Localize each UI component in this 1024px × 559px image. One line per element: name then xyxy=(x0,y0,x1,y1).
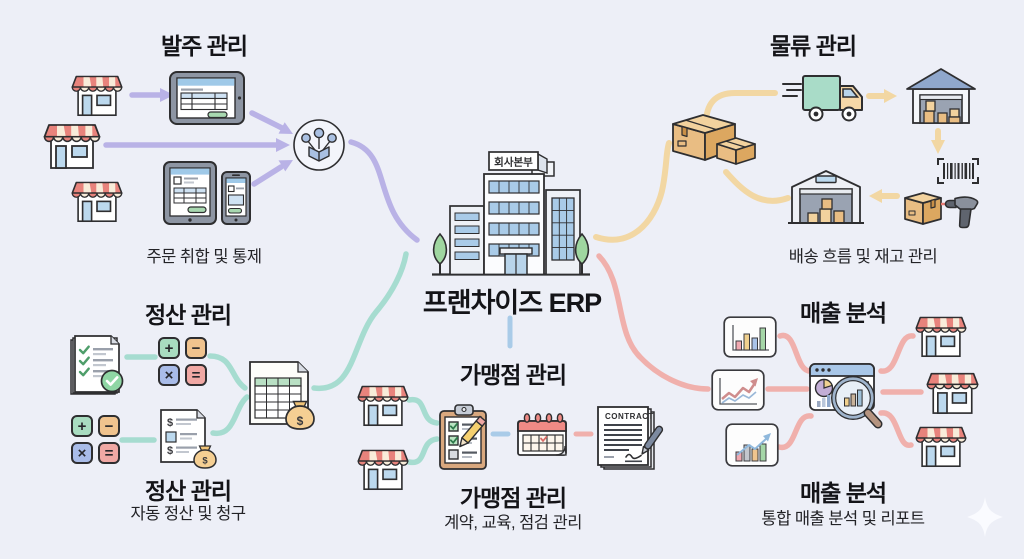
checklist-icon xyxy=(67,332,127,398)
calculator-ops-icon: + − × = xyxy=(158,337,207,386)
inspection-clipboard-icon xyxy=(436,403,492,471)
dollar-glyph: $ xyxy=(297,414,304,428)
plus-glyph: + xyxy=(77,417,87,435)
plus-tile: + xyxy=(71,415,93,437)
warehouse-icon xyxy=(786,165,866,227)
money-bag-icon: $ xyxy=(193,445,217,469)
spreadsheet-moneybag-icon: $ xyxy=(249,361,315,430)
erp-center-title: 프랜차이즈 ERP xyxy=(422,288,602,318)
multiply-tile: × xyxy=(158,364,180,386)
store-icon xyxy=(42,118,102,172)
warehouse-icon xyxy=(905,65,977,127)
settlement-section-title: 정산 관리 xyxy=(144,302,232,328)
franchise-section-caption: 계약, 교육, 점검 관리 xyxy=(444,514,582,532)
contract-title-text: CONTRACT xyxy=(605,412,654,421)
supply-hub-icon xyxy=(292,118,346,172)
franchise-footer-label: 가맹점 관리 xyxy=(459,485,567,511)
tree-icon xyxy=(574,232,590,274)
calendar-icon xyxy=(514,409,572,461)
sales-section-caption: 통합 매출 분석 및 리포트 xyxy=(761,510,925,528)
sparkle-icon xyxy=(963,495,1007,539)
store-icon xyxy=(356,444,410,493)
dollar-glyph: $ xyxy=(167,445,173,457)
barcode-icon xyxy=(936,157,980,185)
box-scanner-icon xyxy=(901,184,985,232)
order-section-title: 발주 관리 xyxy=(160,33,248,59)
building-sign-text: 회사본부 xyxy=(494,156,533,169)
plus-tile: + xyxy=(158,337,180,359)
tablet-order-form-icon xyxy=(168,70,246,126)
equals-tile: = xyxy=(98,442,120,464)
equals-tile: = xyxy=(185,364,207,386)
multiply-tile: × xyxy=(71,442,93,464)
sales-section-title: 매출 분석 xyxy=(799,300,887,326)
equals-glyph: = xyxy=(191,366,201,384)
tablet-and-phone-order-icon xyxy=(162,160,252,226)
cardboard-boxes-icon xyxy=(666,102,760,166)
minus-glyph: − xyxy=(104,417,114,435)
tree-icon xyxy=(432,232,448,274)
order-section-caption: 주문 취합 및 통제 xyxy=(146,248,262,266)
trend-chart-card-icon xyxy=(725,423,779,467)
multiply-glyph: × xyxy=(164,366,174,384)
logistics-section-title: 물류 관리 xyxy=(769,33,857,59)
store-icon xyxy=(70,70,124,119)
bar-chart-card-icon xyxy=(723,316,777,358)
equals-glyph: = xyxy=(104,444,114,462)
franchise-section-title: 가맹점 관리 xyxy=(459,362,567,388)
money-bag-icon: $ xyxy=(285,400,315,430)
pen-icon xyxy=(641,425,664,455)
store-icon xyxy=(914,421,968,470)
dollar-glyph: $ xyxy=(167,417,173,429)
store-icon xyxy=(70,176,124,225)
minus-tile: − xyxy=(185,337,207,359)
store-icon xyxy=(356,380,410,429)
delivery-truck-icon xyxy=(779,70,867,126)
invoice-icon: $ $ $ xyxy=(160,409,217,469)
calculator-ops-icon: + − × = xyxy=(71,415,120,464)
store-icon xyxy=(914,311,968,360)
plus-glyph: + xyxy=(164,339,174,357)
analytics-dashboard-icon xyxy=(808,358,884,434)
settlement-footer-label: 정산 관리 xyxy=(144,478,232,504)
minus-tile: − xyxy=(98,415,120,437)
settlement-section-caption: 자동 정산 및 청구 xyxy=(130,505,246,523)
logistics-section-caption: 배송 흐름 및 재고 관리 xyxy=(788,248,938,266)
store-icon xyxy=(925,367,980,417)
sales-footer-label: 매출 분석 xyxy=(799,480,887,506)
dollar-glyph: $ xyxy=(202,456,208,467)
headquarters-building-icon: 회사본부 xyxy=(432,151,590,276)
line-chart-card-icon xyxy=(711,369,765,411)
multiply-glyph: × xyxy=(77,444,87,462)
minus-glyph: − xyxy=(191,339,201,357)
contract-signing-icon: CONTRACT xyxy=(597,406,664,470)
